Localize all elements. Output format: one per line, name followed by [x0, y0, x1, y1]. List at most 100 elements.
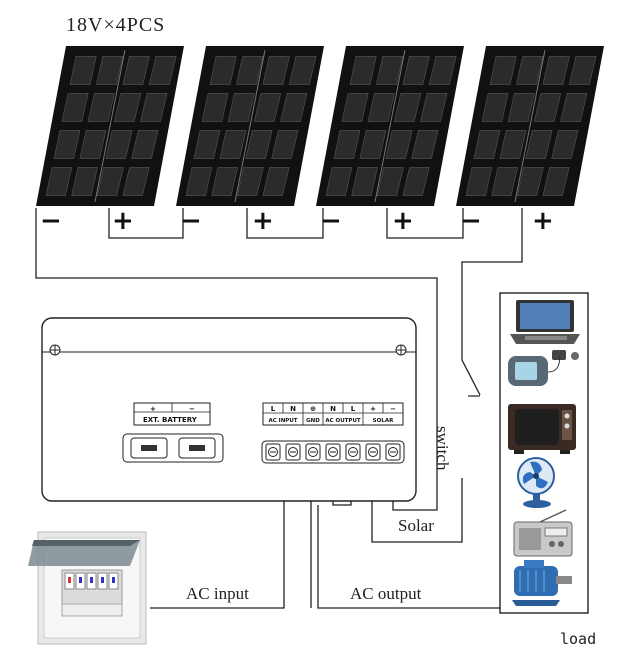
electric-fan-icon: [517, 457, 555, 508]
terminal-group-label: AC INPUT: [268, 418, 297, 424]
solar-cell: [499, 130, 527, 159]
solar-panel: [456, 46, 604, 206]
solar-cell: [262, 167, 290, 196]
solar-cell: [542, 167, 570, 196]
solar-cell: [122, 56, 150, 85]
terminal-screw: [285, 443, 301, 461]
solar-cell: [201, 93, 229, 122]
panel-negative-sign: −: [180, 206, 202, 236]
terminal-group-label: GND: [306, 418, 320, 424]
solar-cell: [219, 130, 247, 159]
terminal-screw: [385, 443, 401, 461]
solar-cell: [491, 167, 518, 196]
terminal-top-label: N: [290, 405, 296, 413]
solar-cell: [262, 56, 290, 85]
solar-cell: [325, 167, 353, 196]
solar-cell: [341, 93, 369, 122]
solar-cell: [227, 93, 255, 122]
solar-cell: [96, 167, 124, 196]
solar-cell: [367, 93, 395, 122]
solar-cell: [131, 130, 159, 159]
solar-cell: [288, 56, 317, 85]
panel-positive-sign: +: [392, 206, 414, 236]
solar-cell: [61, 93, 89, 122]
solar-cell: [402, 167, 430, 196]
solar-cell: [473, 130, 501, 159]
load-label: load: [560, 630, 597, 648]
panel-negative-sign: −: [320, 206, 342, 236]
solar-cell: [53, 130, 81, 159]
solar-cell: [253, 93, 282, 122]
ac-input-label: AC input: [186, 584, 249, 603]
solar-cell: [87, 93, 115, 122]
terminal-screw: [365, 443, 381, 461]
series-wire-1: [108, 208, 184, 239]
mobile-phone-icon: [508, 350, 579, 386]
ext-battery-terminal: [122, 402, 224, 463]
solar-cell: [393, 93, 422, 122]
solar-cell: [245, 130, 273, 159]
panel-positive-sign: +: [112, 206, 134, 236]
terminal-top-label: L: [271, 405, 276, 413]
solar-cell: [516, 167, 544, 196]
solar-cell: [376, 56, 404, 85]
terminal-group-label: SOLAR: [373, 418, 394, 424]
terminal-top-label: −: [390, 405, 396, 413]
solar-cell: [96, 56, 124, 85]
terminal-top-label: +: [370, 405, 376, 413]
solar-cell: [507, 93, 535, 122]
solar-panel: [36, 46, 184, 206]
solar-cell: [349, 56, 377, 85]
solar-cell: [209, 56, 237, 85]
solar-cell: [69, 56, 97, 85]
solar-cell: [122, 167, 150, 196]
battery-minus-label: −: [189, 405, 195, 413]
series-wire-2: [246, 208, 324, 239]
ac-output-label: AC output: [350, 584, 422, 603]
solar-cell: [411, 130, 439, 159]
solar-cell: [489, 56, 517, 85]
radio-icon: [513, 509, 573, 557]
solar-cell: [376, 167, 404, 196]
diagram-title: 18V×4PCS: [66, 14, 166, 36]
solar-cell: [568, 56, 597, 85]
solar-cell: [560, 93, 588, 122]
solar-cell: [465, 167, 493, 196]
solar-cell: [551, 130, 579, 159]
solar-panel: [176, 46, 324, 206]
switch-label: switch: [433, 426, 452, 471]
solar-cell: [211, 167, 238, 196]
solar-cell: [542, 56, 570, 85]
terminal-top-label: ⊕: [310, 405, 316, 413]
electric-motor-icon: [512, 560, 572, 606]
solar-cell: [45, 167, 73, 196]
terminal-label-strip: [262, 402, 404, 426]
solar-cell: [193, 130, 221, 159]
solar-cell: [516, 56, 544, 85]
array-positive-wire: [461, 208, 523, 396]
series-wire-3: [386, 208, 464, 239]
solar-cell: [280, 93, 308, 122]
terminal-screw: [325, 443, 341, 461]
solar-cell: [481, 93, 509, 122]
solar-cell: [428, 56, 457, 85]
solar-cell: [236, 167, 264, 196]
terminal-top-label: L: [351, 405, 356, 413]
terminal-screw: [305, 443, 321, 461]
terminal-group-label: AC OUTPUT: [325, 418, 361, 424]
solar-cell: [385, 130, 413, 159]
solar-cell: [420, 93, 448, 122]
solar-cell: [71, 167, 98, 196]
solar-cell: [271, 130, 299, 159]
solar-label: Solar: [398, 516, 434, 535]
solar-cell: [105, 130, 133, 159]
terminal-screw: [265, 443, 281, 461]
solar-cell: [148, 56, 177, 85]
terminal-top-label: N: [330, 405, 336, 413]
panel-negative-sign: −: [40, 206, 62, 236]
panel-negative-sign: −: [460, 206, 482, 236]
panel-positive-sign: +: [532, 206, 554, 236]
solar-cell: [533, 93, 562, 122]
battery-plus-label: +: [150, 405, 156, 413]
ac-output-wire-2: [317, 505, 500, 609]
